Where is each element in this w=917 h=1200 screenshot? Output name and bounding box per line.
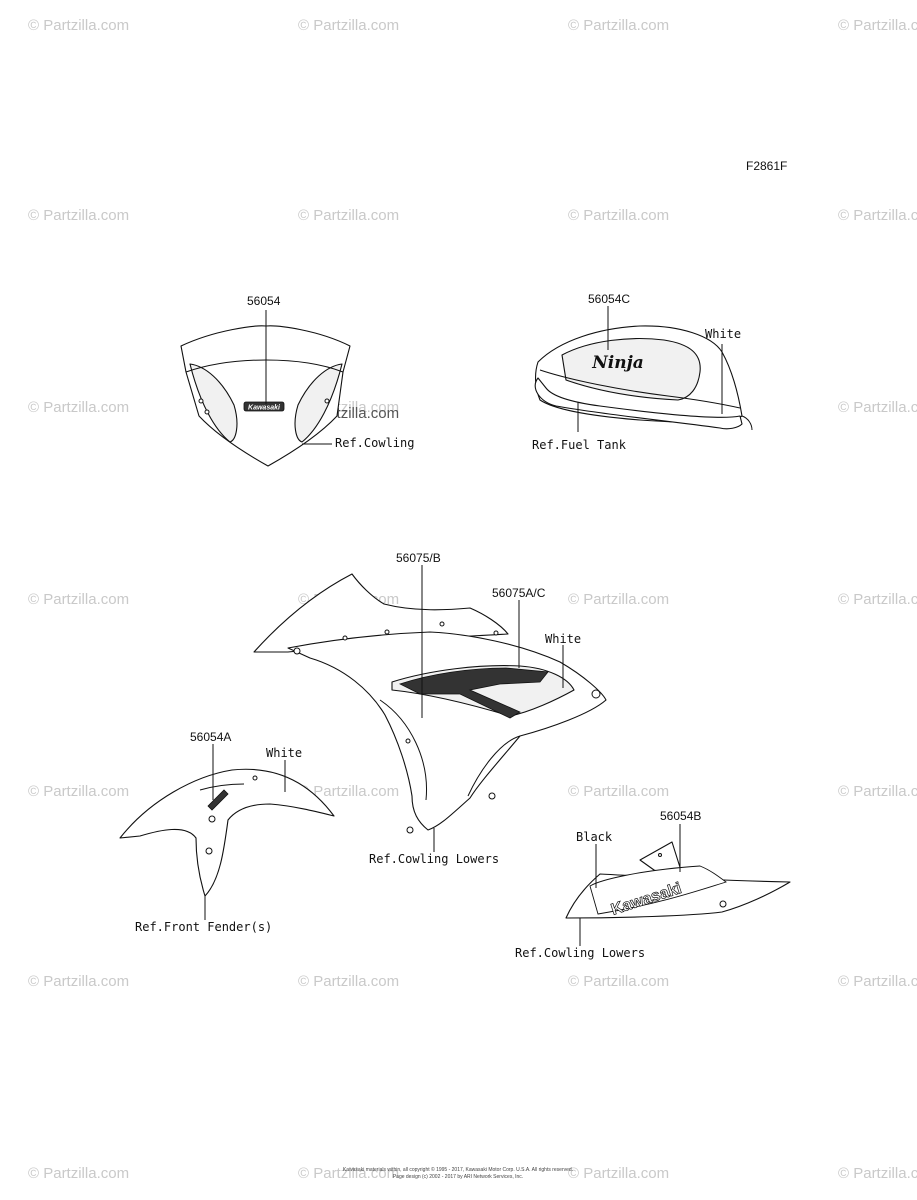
watermark-text: © Partzilla.com [838, 783, 917, 800]
side-fairing-lower-edge [467, 735, 521, 797]
watermark-text: © Partzilla.com [28, 207, 129, 224]
side-fairing-main [287, 631, 607, 831]
front-fender-decal [207, 789, 229, 811]
color-label-black-belly: Black [576, 830, 613, 844]
figure-code: F2861F [746, 159, 787, 173]
watermark-text: © Partzilla.com [298, 207, 399, 224]
front-fender-shape [119, 768, 335, 897]
front-fender-bolt [252, 775, 258, 781]
part-label-56054: 56054 [247, 294, 281, 308]
watermark-text: © Partzilla.com [298, 973, 399, 990]
side-fairing-bolt [488, 792, 496, 800]
footer-credit: Page design (c) 2002 - 2017 by ARI Netwo… [393, 1174, 523, 1180]
fuel-tank-cap-line [741, 415, 753, 431]
belly-pan-group: Kawasaki Black 56054B Ref.Cowling Lowers [515, 809, 791, 960]
front-cowl-left-duct [189, 363, 238, 443]
fuel-tank-group: Ninja 56054C White Ref.Fuel Tank [532, 292, 753, 452]
watermark-text: © Partzilla.com [298, 17, 399, 34]
ref-label-cowling-lowers-2: Ref.Cowling Lowers [515, 946, 645, 960]
watermark-text: © Partzilla.com [28, 973, 129, 990]
part-label-56075b: 56075/B [396, 551, 441, 565]
front-cowl-bolt [198, 398, 204, 404]
watermark-text: © Partzilla.com [298, 1165, 399, 1182]
part-label-56054a: 56054A [190, 730, 231, 744]
watermark-grid: © Partzilla.com © Partzilla.com © Partzill… [28, 17, 917, 1182]
watermark-text: © Partzilla.com [568, 973, 669, 990]
front-cowl-right-duct [294, 363, 343, 443]
color-label-white-tank: White [705, 327, 741, 341]
ref-label-front-fender: Ref.Front Fender(s) [135, 920, 272, 934]
front-cowl-group: Kawasaki 56054 Ref.Cowling [180, 294, 414, 467]
side-fairing-bolt [406, 826, 414, 834]
watermark-text: © Partzilla.com [298, 783, 399, 800]
belly-pan-bolt [719, 900, 727, 908]
footer-copyright: Kawasaki materials within, all copyright… [343, 1166, 573, 1173]
front-fender-group: 56054A White Ref.Front Fender(s) [119, 730, 335, 934]
side-fairing-bolt [293, 647, 301, 655]
side-fairing-group: 56075/B 56075A/C White Ref.Cowling Lower… [253, 551, 607, 866]
part-label-56075ac: 56075A/C [492, 586, 546, 600]
fuel-tank-lower-rail [534, 377, 743, 430]
front-cowl-decal-text: Kawasaki [248, 405, 281, 412]
side-fairing-stripe [398, 667, 549, 719]
watermark-text: © Partzilla.com [568, 17, 669, 34]
side-fairing-bolt [405, 738, 411, 744]
watermark-text: © Partzilla.com [28, 1165, 129, 1182]
front-cowl-bolt [204, 409, 210, 415]
watermark-text: © Partzilla.com [28, 783, 129, 800]
side-fairing-bolt [493, 630, 499, 636]
ref-label-cowling: Ref.Cowling [335, 436, 414, 450]
front-fender-bolt [208, 815, 216, 823]
belly-pan-bolt [658, 853, 662, 857]
front-cowl-decal [243, 401, 285, 412]
front-fender-bolt [205, 847, 213, 855]
watermark-text: © Partzilla.com [568, 591, 669, 608]
watermark-text: © Partzilla.com [28, 17, 129, 34]
watermark-text: © Partzilla.com [568, 783, 669, 800]
watermark-text: © Partzilla.com [28, 591, 129, 608]
side-fairing-bolt [384, 629, 390, 635]
watermark-text: © Partzilla.com [28, 399, 129, 416]
side-fairing-bolt [342, 635, 348, 641]
watermark-text: © Partzilla.com [838, 1165, 917, 1182]
front-fender-center-ridge [199, 783, 245, 791]
part-label-56054c: 56054C [588, 292, 630, 306]
watermark-text: © Partzilla.com [838, 17, 917, 34]
color-label-white-fairing: White [545, 632, 581, 646]
part-label-56054b: 56054B [660, 809, 701, 823]
ref-label-fuel-tank: Ref.Fuel Tank [532, 438, 627, 452]
watermark-text: © Partzilla.com [838, 973, 917, 990]
watermark-text: © Partzilla.com [568, 1165, 669, 1182]
watermark-text: © Partzilla.com [838, 591, 917, 608]
side-fairing-inner-line [379, 699, 428, 801]
fuel-tank-decal-text: Ninja [591, 353, 644, 373]
watermark-text: © Partzilla.com [838, 207, 917, 224]
ref-label-cowling-lowers-1: Ref.Cowling Lowers [369, 852, 499, 866]
belly-pan-decal-band [589, 865, 727, 915]
side-fairing-bolt [439, 621, 445, 627]
watermark-text: © Partzilla.com [838, 399, 917, 416]
side-fairing-bolt [591, 689, 601, 699]
watermark-text: © Partzilla.com [568, 207, 669, 224]
front-cowl-bolt [324, 398, 330, 404]
color-label-white-fender: White [266, 746, 302, 760]
fuel-tank-trim-line [539, 369, 741, 409]
